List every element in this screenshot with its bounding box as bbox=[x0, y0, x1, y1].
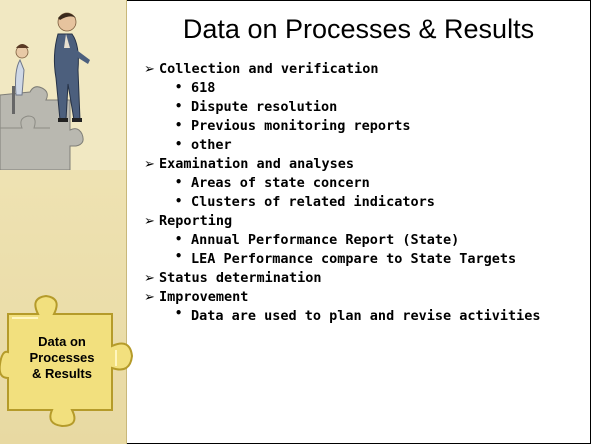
sub-bullet-item: • other bbox=[169, 136, 584, 155]
arrow-bullet-icon: ➢ bbox=[144, 290, 155, 305]
sub-bullet-label: Previous monitoring reports bbox=[191, 118, 411, 134]
bullet-item: ➢ Examination and analyses • Areas of sta… bbox=[144, 155, 584, 212]
puzzle-label-line: & Results bbox=[32, 366, 92, 381]
bullet-label: Reporting bbox=[159, 213, 233, 229]
dot-bullet-icon: • bbox=[175, 80, 183, 94]
puzzle-label: Data on Processes & Results bbox=[0, 334, 124, 382]
dot-bullet-icon: • bbox=[175, 137, 183, 151]
sub-bullet-label: Dispute resolution bbox=[191, 99, 338, 115]
sub-bullet-label: LEA Performance compare to State Targets bbox=[191, 251, 517, 267]
sub-bullet-item: • Previous monitoring reports bbox=[169, 117, 584, 136]
puzzle-label-line: Data on bbox=[38, 334, 86, 349]
sub-bullet-list: • Data are used to plan and revise activi… bbox=[159, 306, 584, 326]
slide-title: Data on Processes & Results bbox=[182, 14, 535, 44]
bullet-list: ➢ Collection and verification • 618 • Disp… bbox=[144, 60, 584, 326]
sub-bullet-label: Areas of state concern bbox=[191, 175, 370, 191]
sub-bullet-item: • 618 bbox=[169, 79, 584, 98]
puzzle-label-line: Processes bbox=[29, 350, 95, 365]
bullet-label: Improvement bbox=[159, 289, 249, 305]
side-panel: Data on Processes & Results bbox=[0, 0, 134, 444]
puzzle-piece-icon bbox=[0, 294, 134, 427]
bullet-item: ➢ Reporting • Annual Performance Report (… bbox=[144, 212, 584, 269]
sub-bullet-item: • Areas of state concern bbox=[169, 174, 584, 193]
sub-bullet-item: • LEA Performance compare to State Target… bbox=[169, 249, 584, 269]
bullet-label: Collection and verification bbox=[159, 61, 379, 77]
sub-bullet-list: • Annual Performance Report (State) • LEA … bbox=[159, 231, 584, 269]
bullet-label: Examination and analyses bbox=[159, 156, 355, 172]
bullet-item: ➢ Collection and verification • 618 • Disp… bbox=[144, 60, 584, 155]
arrow-bullet-icon: ➢ bbox=[144, 214, 155, 229]
sub-bullet-label: other bbox=[191, 137, 232, 153]
sub-bullet-item: • Dispute resolution bbox=[169, 98, 584, 117]
dot-bullet-icon: • bbox=[175, 232, 183, 246]
bullet-item: ➢ Status determination bbox=[144, 269, 584, 288]
arrow-bullet-icon: ➢ bbox=[144, 271, 155, 286]
dot-bullet-icon: • bbox=[175, 118, 183, 132]
sub-bullet-label: Data are used to plan and revise activit… bbox=[191, 308, 541, 324]
slide-content: ➢ Collection and verification • 618 • Disp… bbox=[144, 60, 584, 326]
sub-bullet-label: 618 bbox=[191, 80, 216, 96]
sub-bullet-item: • Annual Performance Report (State) bbox=[169, 231, 584, 250]
people-on-puzzle-illustration bbox=[0, 0, 126, 170]
dot-bullet-icon: • bbox=[175, 175, 183, 189]
dot-bullet-icon: • bbox=[175, 249, 183, 263]
dot-bullet-icon: • bbox=[175, 99, 183, 113]
arrow-bullet-icon: ➢ bbox=[144, 62, 155, 77]
dot-bullet-icon: • bbox=[175, 194, 183, 208]
sub-bullet-item: • Clusters of related indicators bbox=[169, 193, 584, 212]
sub-bullet-list: • Areas of state concern • Clusters of rel… bbox=[159, 174, 584, 212]
sub-bullet-list: • 618 • Dispute resolution • Previous monit… bbox=[159, 79, 584, 155]
bullet-item: ➢ Improvement • Data are used to plan and… bbox=[144, 288, 584, 326]
sub-bullet-item: • Data are used to plan and revise activi… bbox=[169, 306, 584, 326]
bullet-label: Status determination bbox=[159, 270, 322, 286]
sub-bullet-label: Clusters of related indicators bbox=[191, 194, 435, 210]
sub-bullet-label: Annual Performance Report (State) bbox=[191, 232, 460, 248]
arrow-bullet-icon: ➢ bbox=[144, 157, 155, 172]
dot-bullet-icon: • bbox=[175, 306, 183, 320]
